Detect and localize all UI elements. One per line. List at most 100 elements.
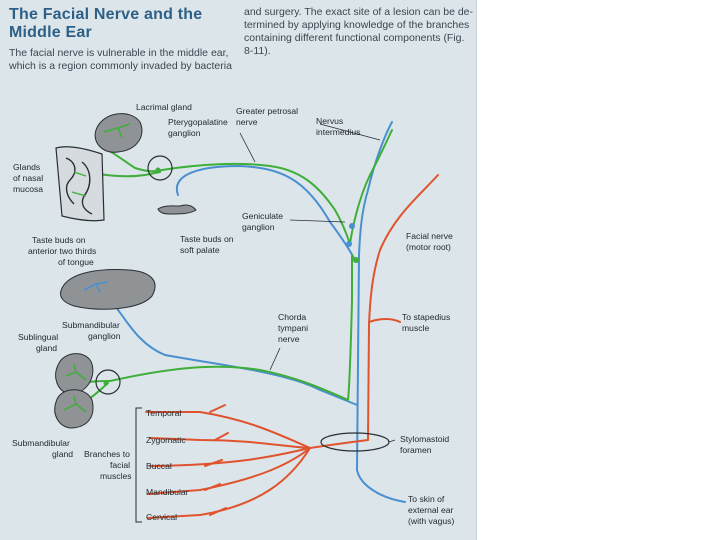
right-text-line1: and surgery. The exact site of a lesion … (244, 6, 473, 18)
label-glands-nasal-1: Glands (13, 162, 40, 172)
label-chorda-1: Chorda (278, 312, 306, 322)
page-title-line2: Middle Ear (9, 24, 92, 41)
parasympathetic-pathways (77, 129, 393, 406)
chorda-tympani-parasympathetic-fiber (109, 365, 349, 401)
pterygopalatine-ganglion-cell (155, 167, 161, 173)
label-submand-gland-2: gland (52, 449, 73, 459)
submandibular-ganglion-marker (95, 369, 121, 395)
nasal-mucosa-fibers (71, 171, 87, 197)
label-glands-nasal-3: mucosa (13, 184, 43, 194)
temporal-branch (145, 411, 311, 449)
label-geniculate-1: Geniculate (242, 211, 283, 221)
label-chorda-3: nerve (278, 334, 300, 344)
facial-motor-root (367, 174, 439, 441)
tongue-taste-fibers (83, 281, 109, 293)
leader-nervus-intermedius (319, 123, 381, 141)
label-mandibular: Mandibular (146, 487, 189, 497)
label-facial-motor-2: (motor root) (406, 242, 451, 252)
label-buccal: Buccal (146, 461, 172, 471)
zygomatic-branch (149, 437, 311, 449)
intro-text-line1: The facial nerve is vulnerable in the mi… (9, 47, 229, 59)
nasal-concha-1 (65, 157, 76, 205)
chorda-tympani-sensory-fiber (96, 289, 358, 406)
leader-lines (239, 123, 396, 443)
leader-geniculate (289, 219, 346, 223)
lacrimal-gland-shape (94, 113, 143, 153)
leader-greater-petrosal (239, 132, 256, 163)
scanned-textbook-page: The Facial Nerve and the Middle Ear The … (0, 0, 477, 540)
label-skin-ear-2: external ear (408, 505, 454, 515)
label-skin-ear-1: To skin of (408, 494, 445, 504)
nasal-cavity-shape (55, 146, 105, 222)
right-text-line3: containing different functional componen… (244, 32, 465, 44)
label-stapedius-2: muscle (402, 323, 429, 333)
buccal-branch (149, 447, 311, 467)
label-skin-ear-3: (with vagus) (408, 516, 454, 526)
label-chorda-2: tympani (278, 323, 308, 333)
label-nervus-intermedius-1: Nervus (316, 116, 343, 126)
nervus-intermedius-cell (353, 257, 359, 263)
label-glands-nasal-2: of nasal (13, 173, 43, 183)
cervical-branch (147, 447, 311, 519)
label-branches-3: muscles (100, 471, 132, 481)
pterygopalatine-ganglion-marker (147, 155, 173, 181)
label-lacrimal-gland: Lacrimal gland (136, 102, 192, 112)
facial-branch-twigs (204, 404, 229, 516)
label-taste-soft-2: soft palate (180, 245, 220, 255)
mandibular-branch (147, 447, 311, 495)
label-stylomastoid-1: Stylomastoid (400, 434, 449, 444)
lacrimal-gland-fibers (103, 123, 131, 139)
intro-text-line2: which is a region commonly invaded by ba… (9, 60, 232, 72)
leader-chorda-tympani (269, 347, 281, 371)
label-geniculate-2: ganglion (242, 222, 275, 232)
label-sublingual-2: gland (36, 343, 57, 353)
label-temporal: Temporal (146, 408, 181, 418)
nervus-intermedius-sensory-trunk (356, 121, 393, 471)
label-greater-petrosal-1: Greater petrosal (236, 106, 298, 116)
leader-stylomastoid (388, 439, 396, 443)
greater-petrosal-parasympathetic-fiber (161, 162, 351, 245)
label-stylomastoid-2: foramen (400, 445, 432, 455)
label-pterygopalatine-2: ganglion (168, 128, 201, 138)
geniculate-ganglion-cell-1 (349, 223, 355, 229)
facial-branches-bracket (135, 407, 142, 523)
motor-trunk-to-face (309, 439, 369, 449)
submandibular-gland-fibers (63, 395, 87, 413)
stapedius-branch (368, 318, 401, 323)
tongue-shape (60, 269, 156, 310)
soft-palate-shape (157, 204, 197, 215)
label-zygomatic: Zygomatic (146, 435, 186, 445)
label-taste-tongue-3: of tongue (58, 257, 94, 267)
label-pterygopalatine-1: Pterygopalatine (168, 117, 228, 127)
ear-skin-branch (356, 469, 406, 503)
sublingual-gland-shape (55, 353, 94, 395)
geniculate-ganglion-cell-2 (346, 241, 352, 247)
label-branches-1: Branches to (84, 449, 130, 459)
page-title-line1: The Facial Nerve and the (9, 6, 203, 23)
label-greater-petrosal-2: nerve (236, 117, 258, 127)
right-text-line4: 8-11). (244, 45, 271, 57)
chorda-joins-intermedius (347, 254, 353, 401)
label-submand-ganglion-2: ganglion (88, 331, 121, 341)
label-submand-gland-1: Submandibular (12, 438, 70, 448)
label-taste-tongue-1: Taste buds on (32, 235, 86, 245)
submandibular-gland-shape (54, 389, 94, 429)
motor-pathways (145, 174, 439, 519)
label-cervical: Cervical (146, 512, 177, 522)
sensory-pathways (84, 121, 406, 503)
label-stapedius-1: To stapedius (402, 312, 450, 322)
label-taste-soft-1: Taste buds on (180, 234, 234, 244)
submandibular-ganglion-cell (103, 380, 109, 386)
label-taste-tongue-2: anterior two thirds (28, 246, 96, 256)
facial-nerve-diagram: Lacrimal gland Pterygopalatine ganglion … (12, 102, 454, 526)
sublingual-gland-fibers (65, 363, 87, 381)
label-branches-2: facial (110, 460, 130, 470)
label-nervus-intermedius-2: intermedius (316, 127, 360, 137)
nervus-intermedius-parasympathetic-fiber (349, 129, 393, 245)
greater-petrosal-sensory-fiber (175, 164, 357, 263)
label-submand-ganglion-1: Submandibular (62, 320, 120, 330)
label-sublingual-1: Sublingual (18, 332, 58, 342)
label-facial-motor-1: Facial nerve (406, 231, 453, 241)
right-text-line2: termined by applying knowledge of the br… (244, 19, 470, 31)
